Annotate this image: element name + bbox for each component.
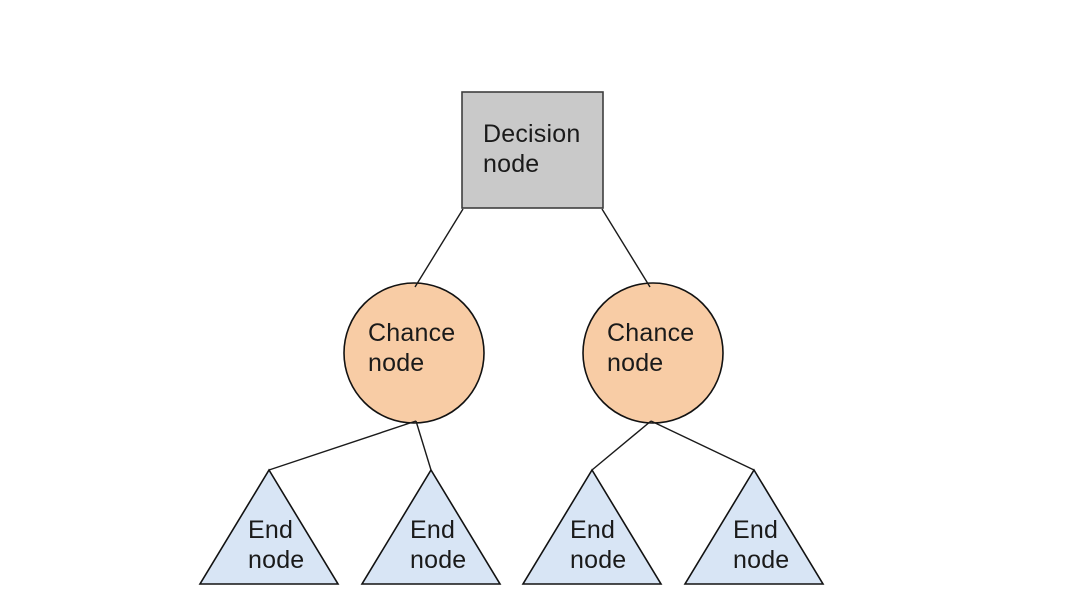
end-node-2-shape — [360, 468, 502, 585]
edge-chance-right-to-end-3 — [591, 420, 652, 471]
end-node-1-label: End node — [248, 516, 305, 574]
end-node-2-label: End node — [410, 516, 467, 574]
chance-node-right-label: Chance node — [607, 319, 695, 377]
chance-node-left-shape — [343, 282, 485, 424]
decision-node-shape — [461, 91, 604, 209]
end-node-4-label: End node — [733, 516, 790, 574]
end-node-3-label: End node — [570, 516, 627, 574]
edge-decision-to-chance-left — [414, 208, 464, 288]
chance-node-left-label: Chance node — [368, 319, 456, 377]
edge-decision-to-chance-right — [601, 208, 651, 288]
edge-chance-left-to-end-1 — [268, 420, 417, 471]
chance-node-right-shape — [582, 282, 724, 424]
end-node-4-shape — [683, 468, 825, 585]
end-node-3-shape — [521, 468, 663, 585]
edge-chance-right-to-end-4 — [650, 420, 755, 471]
edge-chance-left-to-end-2 — [415, 420, 432, 471]
end-node-1-shape — [198, 468, 340, 585]
decision-node-label: Decision node — [483, 120, 581, 178]
